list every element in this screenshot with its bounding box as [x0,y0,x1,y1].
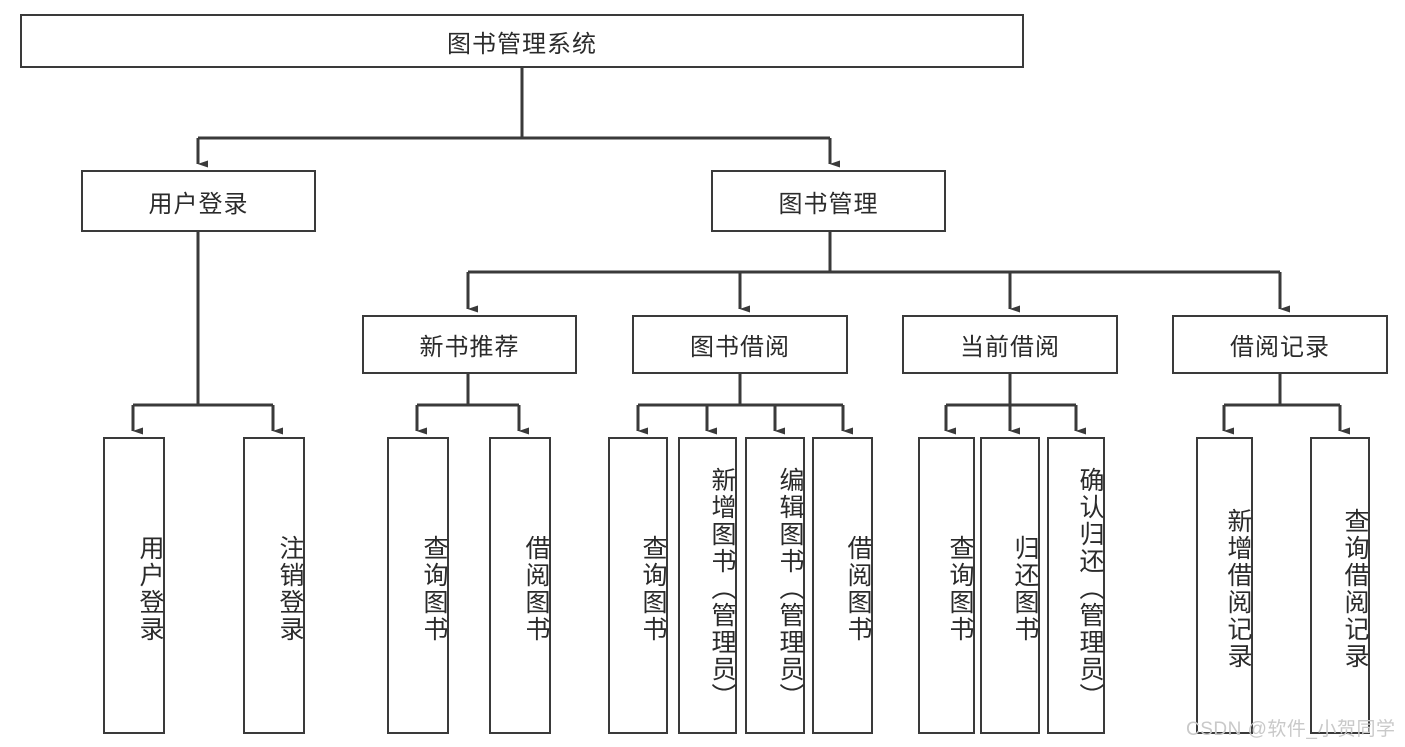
leaf-user-login-login[interactable]: 用户登录 [103,437,165,734]
leaf-new-book-query-label: 查询图书 [420,534,448,643]
leaf-book-borrow-add-label: 新增图书（管理员） [708,467,736,710]
leaf-book-borrow-edit[interactable]: 编辑图书（管理员） [745,437,805,734]
leaf-current-borrow-confirm[interactable]: 确认归还（管理员） [1047,437,1105,734]
node-borrow-records-label: 借阅记录 [1230,334,1330,361]
leaf-new-book-query[interactable]: 查询图书 [387,437,449,734]
node-new-book-recommend[interactable]: 新书推荐 [362,315,577,374]
node-root[interactable]: 图书管理系统 [20,14,1024,68]
leaf-current-borrow-return[interactable]: 归还图书 [980,437,1040,734]
watermark: CSDN @软件_小贺同学 [1186,719,1396,740]
leaf-book-borrow-edit-label: 编辑图书（管理员） [776,467,804,710]
leaf-borrow-record-query[interactable]: 查询借阅记录 [1310,437,1370,734]
leaf-borrow-record-add[interactable]: 新增借阅记录 [1196,437,1253,734]
node-borrow-records[interactable]: 借阅记录 [1172,315,1388,374]
leaf-book-borrow-borrow[interactable]: 借阅图书 [812,437,873,734]
leaf-book-borrow-query-label: 查询图书 [639,534,667,643]
node-current-borrow[interactable]: 当前借阅 [902,315,1118,374]
node-book-management[interactable]: 图书管理 [711,170,946,232]
leaf-user-login-logout-label: 注销登录 [276,534,304,643]
node-user-login[interactable]: 用户登录 [81,170,316,232]
leaf-book-borrow-query[interactable]: 查询图书 [608,437,668,734]
leaf-new-book-borrow[interactable]: 借阅图书 [489,437,551,734]
leaf-new-book-borrow-label: 借阅图书 [522,534,550,643]
leaf-book-borrow-add[interactable]: 新增图书（管理员） [678,437,737,734]
node-new-book-recommend-label: 新书推荐 [419,334,520,361]
leaf-borrow-record-add-label: 新增借阅记录 [1224,507,1252,670]
node-book-management-label: 图书管理 [778,190,879,218]
node-root-label: 图书管理系统 [447,30,597,58]
leaf-current-borrow-confirm-label: 确认归还（管理员） [1076,467,1104,710]
leaf-borrow-record-query-label: 查询借阅记录 [1341,507,1369,670]
node-book-borrow[interactable]: 图书借阅 [632,315,848,374]
node-user-login-label: 用户登录 [148,190,249,218]
leaf-current-borrow-query[interactable]: 查询图书 [918,437,975,734]
leaf-current-borrow-query-label: 查询图书 [946,534,974,643]
leaf-user-login-logout[interactable]: 注销登录 [243,437,305,734]
node-book-borrow-label: 图书借阅 [690,334,790,361]
leaf-current-borrow-return-label: 归还图书 [1011,534,1039,643]
node-current-borrow-label: 当前借阅 [960,334,1060,361]
leaf-user-login-login-label: 用户登录 [136,534,164,643]
leaf-book-borrow-borrow-label: 借阅图书 [844,534,872,643]
